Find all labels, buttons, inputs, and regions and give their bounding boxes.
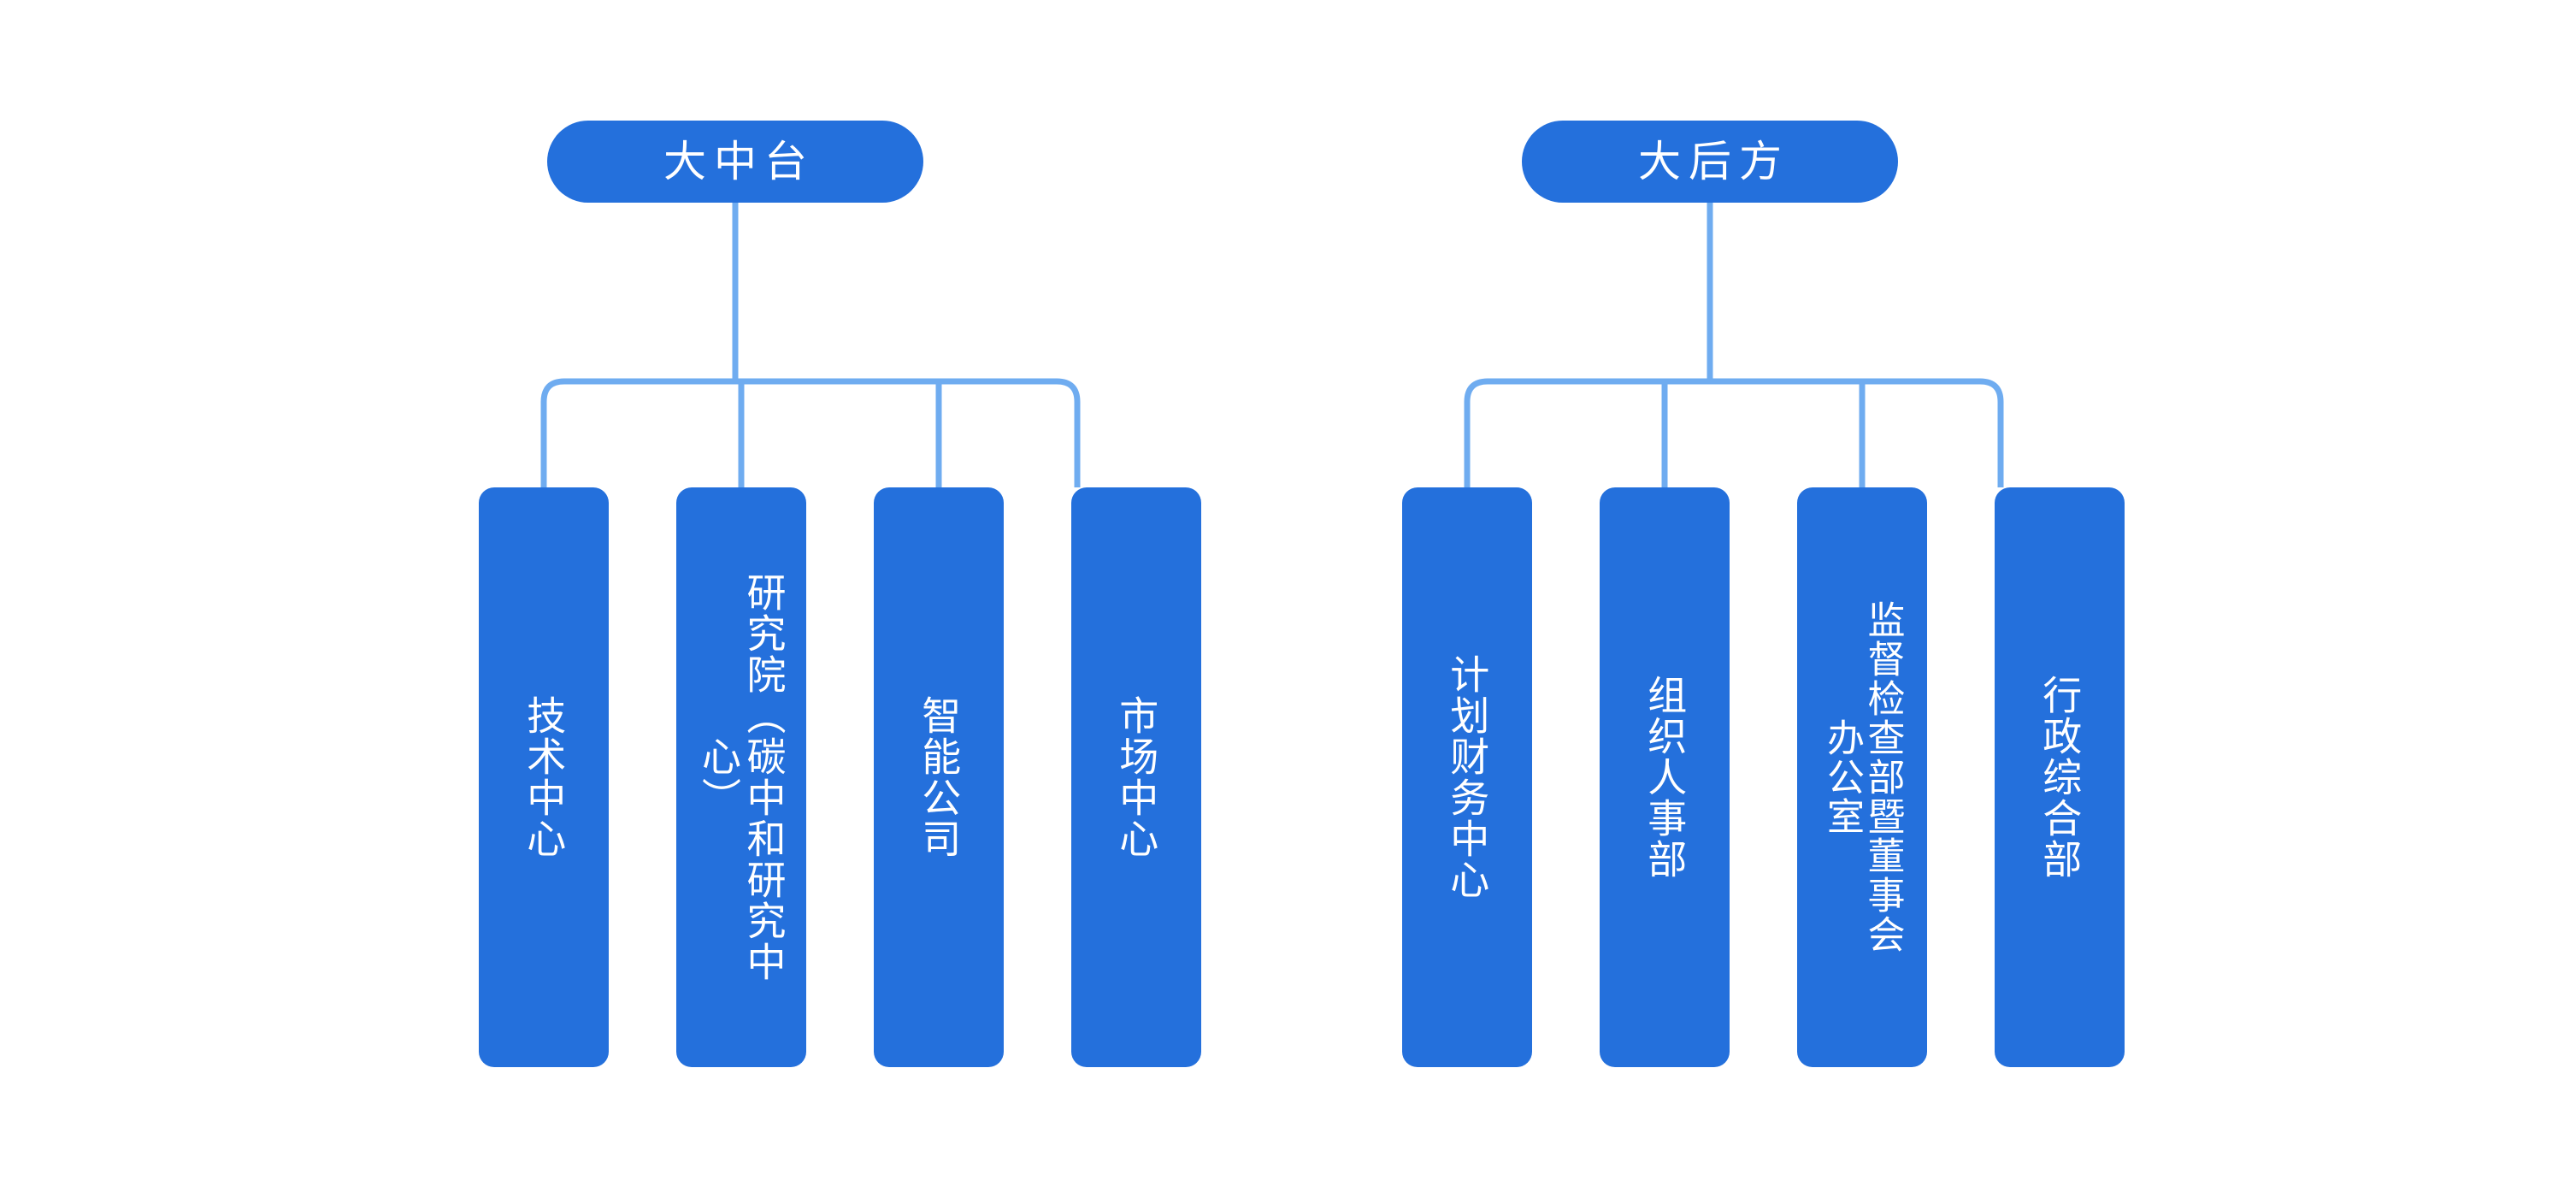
root-node-group-0[interactable]: 大中台 <box>547 121 923 203</box>
child-node-label: 组织人事部 <box>1642 675 1688 880</box>
child-node-label: 市场中心 <box>1114 695 1159 859</box>
child-node-label: 研究院（碳中和研究中心） <box>697 572 787 982</box>
children-row-group-1: 计划财务中心 组织人事部 监督检查部暨董事会办公室 行政综合部 <box>1402 487 2172 1067</box>
root-node-label: 大中台 <box>663 138 815 186</box>
child-node-2[interactable]: 监督检查部暨董事会办公室 <box>1797 487 1927 1067</box>
child-node-label: 监督检查部暨董事会办公室 <box>1821 600 1904 954</box>
root-node-group-1[interactable]: 大后方 <box>1522 121 1898 203</box>
child-node-3[interactable]: 市场中心 <box>1071 487 1201 1067</box>
child-node-0[interactable]: 计划财务中心 <box>1402 487 1532 1067</box>
child-node-1[interactable]: 研究院（碳中和研究中心） <box>676 487 806 1067</box>
org-group-da-zhong-tai: 大中台 技术中心 研究院（碳中和研究中心） 智能公司 市场中心 <box>479 0 1248 1186</box>
children-row-group-0: 技术中心 研究院（碳中和研究中心） 智能公司 市场中心 <box>479 487 1248 1067</box>
child-node-label: 计划财务中心 <box>1445 654 1490 900</box>
child-node-2[interactable]: 智能公司 <box>874 487 1004 1067</box>
root-node-label: 大后方 <box>1638 138 1789 186</box>
child-node-label: 智能公司 <box>917 695 962 859</box>
child-node-1[interactable]: 组织人事部 <box>1600 487 1730 1067</box>
child-node-3[interactable]: 行政综合部 <box>1995 487 2125 1067</box>
child-node-label: 行政综合部 <box>2037 675 2083 880</box>
org-group-da-hou-fang: 大后方 计划财务中心 组织人事部 监督检查部暨董事会办公室 行政综合部 <box>1402 0 2172 1186</box>
child-node-label: 技术中心 <box>522 695 567 859</box>
child-node-0[interactable]: 技术中心 <box>479 487 609 1067</box>
